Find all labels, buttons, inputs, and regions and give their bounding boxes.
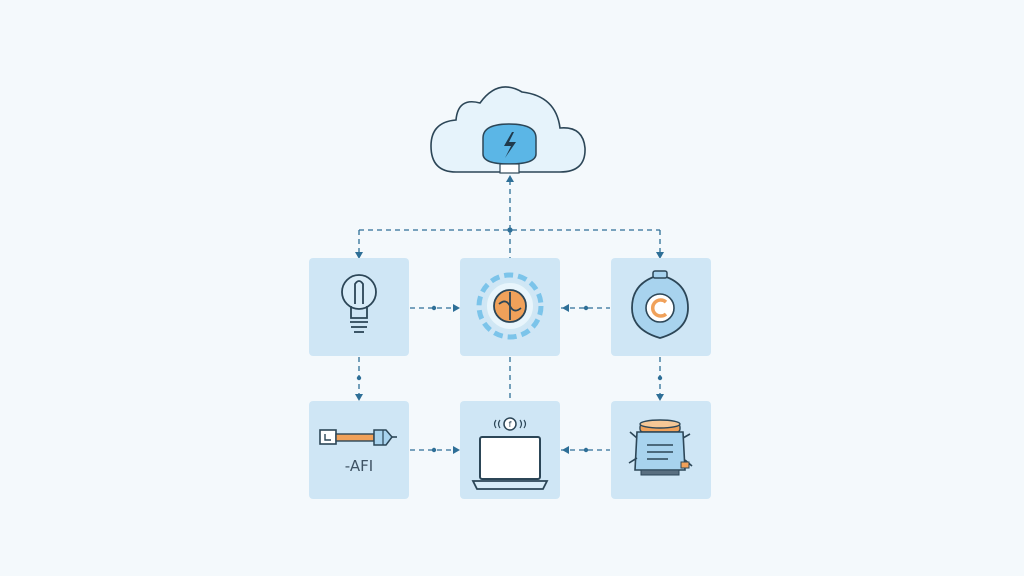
api-connector-icon (319, 429, 397, 446)
svg-text:f: f (509, 420, 512, 429)
junction-dot (431, 447, 437, 453)
arrow-right-gear (453, 304, 460, 312)
arrow-down-api (355, 394, 363, 401)
shield-badge-icon (631, 270, 689, 339)
junction-dot (507, 227, 513, 233)
arrow-left-laptop (562, 446, 569, 454)
connector-markers (355, 175, 664, 454)
junction-dot (583, 447, 589, 453)
junction-dot (431, 305, 437, 311)
junction-dot (657, 375, 663, 381)
cloud-with-lightning-shield-icon (430, 86, 586, 174)
arrow-down-database (656, 394, 664, 401)
api-label: -AFI (345, 457, 373, 475)
gear-icon (476, 272, 544, 340)
arrow-down-security (656, 252, 664, 259)
junction-dot (356, 375, 362, 381)
laptop-icon: f (471, 417, 549, 490)
lightbulb-icon (341, 274, 377, 333)
arrow-right-laptop (453, 446, 460, 454)
arrow-down-lightbulb (355, 252, 363, 259)
junction-dot (583, 305, 589, 311)
arrow-up-to-cloud (506, 175, 514, 182)
tile-api[interactable] (309, 401, 409, 499)
arrow-left-gear (562, 304, 569, 312)
database-server-icon (628, 419, 693, 476)
